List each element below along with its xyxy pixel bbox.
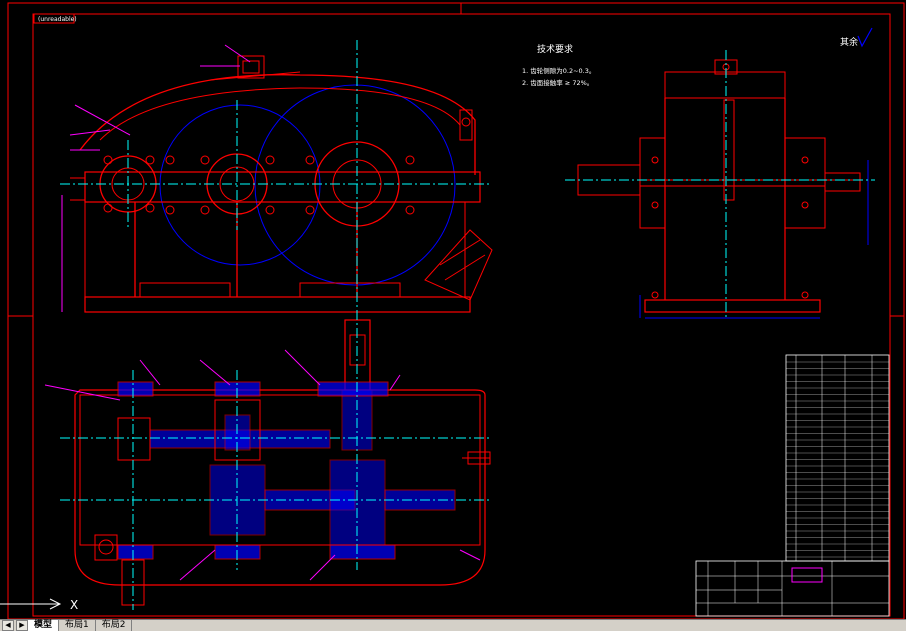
top-label-box	[33, 13, 75, 24]
tech-req-line-1: 1. 齿轮侧隙为0.2~0.3。	[522, 66, 595, 75]
tab-nav-right-icon[interactable]: ▶	[16, 620, 28, 631]
tech-req-title: 技术要求	[537, 43, 573, 55]
title-block	[695, 560, 890, 617]
model-layout-tabs: ◀ ▶ 模型 布局1 布局2	[0, 619, 906, 631]
drawing-inner-border	[32, 13, 891, 617]
top-label-text: (unreadable)	[38, 16, 77, 23]
drawing-outer-border	[7, 2, 905, 620]
tab-model[interactable]: 模型	[28, 620, 60, 631]
tab-layout2[interactable]: 布局2	[96, 620, 133, 631]
tech-req-line-2: 2. 齿面接触率 ≥ 72%。	[522, 78, 593, 87]
bom-table	[785, 354, 890, 562]
tab-layout1[interactable]: 布局1	[59, 620, 96, 631]
tab-nav-left-icon[interactable]: ◀	[2, 620, 14, 631]
side-view	[565, 50, 875, 320]
top-section-view	[44, 310, 491, 610]
ucs-icon: X	[0, 598, 78, 612]
roughness-note: 其余	[840, 36, 858, 48]
roughness-symbol	[857, 27, 873, 48]
front-view	[60, 40, 493, 313]
ucs-x-label: X	[70, 598, 78, 612]
